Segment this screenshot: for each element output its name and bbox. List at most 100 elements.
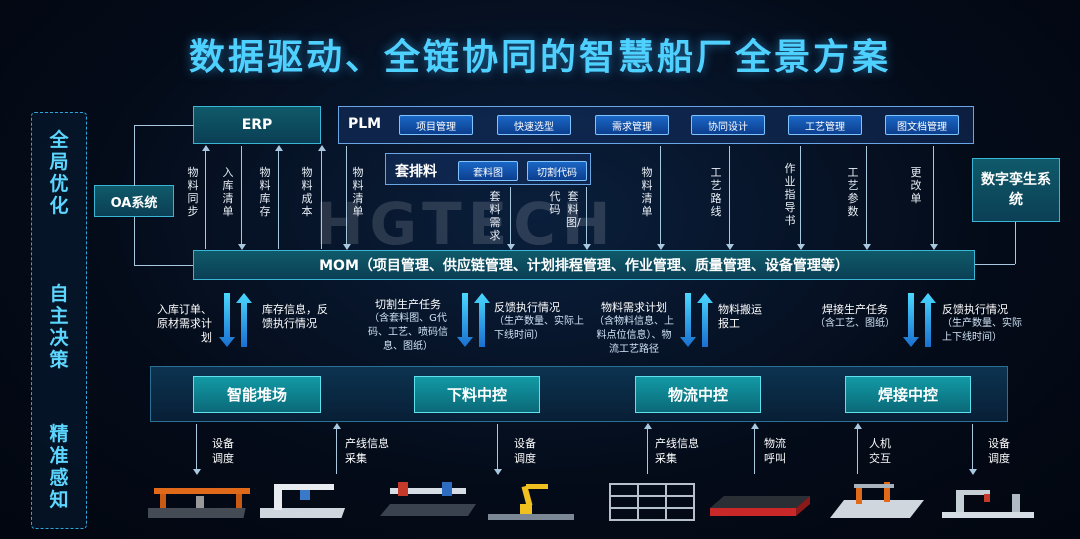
flow-line xyxy=(238,146,246,250)
left-label-autonomous: 自主决策 xyxy=(49,283,69,371)
yard-crane-image xyxy=(148,488,250,518)
flow-label: 人机交互 xyxy=(869,437,891,465)
plm-label: PLM xyxy=(348,116,382,132)
flow-label: 代码 xyxy=(549,190,561,216)
flow-line xyxy=(494,424,502,475)
flow-line xyxy=(202,145,210,249)
mid-flow-text: 切割生产任务 （含套料图、G代码、工艺、喷码信息、图纸） xyxy=(362,298,454,354)
twin-mom-connector xyxy=(1015,222,1016,264)
digital-twin-box[interactable]: 数字孪生系统 xyxy=(972,158,1060,222)
flow-label: 物料清单 xyxy=(641,166,653,218)
flow-line xyxy=(583,187,591,250)
mid-flow-text: 物料需求计划 （含物料信息、上料点位信息）、物流工艺路径 xyxy=(592,301,676,357)
mom-box[interactable]: MOM（项目管理、供应链管理、计划排程管理、作业管理、质量管理、设备管理等） xyxy=(193,250,975,280)
page-title: 数据驱动、全链协同的智慧船厂全景方案 xyxy=(188,37,891,78)
double-arrow-icon xyxy=(920,293,936,347)
mid-flow-main: 反馈执行情况 xyxy=(494,301,560,314)
flow-label: 作业指导书 xyxy=(784,162,796,227)
twin-mom-connector-h xyxy=(975,264,1015,265)
mid-flow-main: 物料需求计划 xyxy=(601,301,667,314)
robot-arm-image xyxy=(488,484,574,520)
plm-item-selection[interactable]: 快速选型 xyxy=(497,115,571,135)
flow-line xyxy=(854,423,862,474)
double-arrow-icon xyxy=(219,293,235,347)
taopailiao-item-cut-code[interactable]: 切割代码 xyxy=(527,161,587,181)
flow-line xyxy=(863,146,871,250)
mid-flow-main: 物料搬运报工 xyxy=(718,303,762,330)
double-arrow-icon xyxy=(457,293,473,347)
oa-erp-connector xyxy=(134,125,194,186)
mid-flow-main: 库存信息，反馈执行情况 xyxy=(262,303,328,330)
mid-flow-text: 入库订单、原材需求计划 xyxy=(150,303,212,345)
control-smart-yard[interactable]: 智能堆场 xyxy=(193,376,321,413)
erp-box[interactable]: ERP xyxy=(193,106,321,144)
plm-item-project[interactable]: 项目管理 xyxy=(399,115,473,135)
cutting-machine-image xyxy=(260,484,346,518)
flow-label: 入库清单 xyxy=(222,166,234,218)
flow-label: 设备调度 xyxy=(212,437,234,465)
welding-robot-image xyxy=(942,490,1034,518)
taopailiao-label: 套排料 xyxy=(395,164,437,180)
welding-line-image xyxy=(830,482,924,518)
flow-label: 工艺参数 xyxy=(847,166,859,218)
flow-label: 设备调度 xyxy=(514,437,536,465)
mid-flow-text: 物料搬运报工 xyxy=(718,303,768,331)
control-logistics[interactable]: 物流中控 xyxy=(635,376,761,413)
plm-item-docs[interactable]: 图文档管理 xyxy=(885,115,959,135)
mid-flow-text: 反馈执行情况 （生产数量、实际上下线时间） xyxy=(494,301,586,343)
flow-label: 设备调度 xyxy=(988,437,1010,465)
flow-line xyxy=(797,146,805,250)
plm-item-process[interactable]: 工艺管理 xyxy=(788,115,862,135)
flow-line xyxy=(275,145,283,249)
watermark: HGTECH xyxy=(315,190,617,258)
flow-line xyxy=(644,423,652,474)
flow-line xyxy=(726,146,734,250)
mid-flow-main: 入库订单、原材需求计划 xyxy=(157,303,212,344)
taopailiao-item-nesting-map[interactable]: 套料图 xyxy=(458,161,518,181)
flow-label: 套料需求 xyxy=(489,190,501,242)
left-label-global: 全局优化 xyxy=(49,129,69,217)
double-arrow-icon xyxy=(903,293,919,347)
oa-box[interactable]: OA系统 xyxy=(94,185,174,217)
mid-flow-sub: （含物料信息、上料点位信息）、物流工艺路径 xyxy=(594,316,674,355)
flow-line xyxy=(930,146,938,250)
flow-label: 工艺路线 xyxy=(710,166,722,218)
flow-line xyxy=(657,146,665,250)
double-arrow-icon xyxy=(236,293,252,347)
agv-cart-image xyxy=(710,496,810,516)
flow-label: 物料同步 xyxy=(187,166,199,218)
oa-mom-connector xyxy=(134,217,194,266)
flow-label: 更改单 xyxy=(910,166,922,205)
flow-label: 产线信息采集 xyxy=(655,437,699,465)
left-column: 全局优化 自主决策 精准感知 xyxy=(31,112,87,529)
plm-item-requirement[interactable]: 需求管理 xyxy=(595,115,669,135)
plasma-table-image xyxy=(380,482,476,516)
double-arrow-icon xyxy=(474,293,490,347)
flow-line xyxy=(343,146,351,250)
flow-label: 产线信息采集 xyxy=(345,437,389,465)
mid-flow-main: 焊接生产任务 xyxy=(822,303,888,316)
mid-flow-sub: （生产数量、实际上下线时间） xyxy=(942,318,1022,343)
left-label-perception: 精准感知 xyxy=(49,423,69,511)
flow-label: 物料库存 xyxy=(259,166,271,218)
flow-label: 物料成本 xyxy=(301,166,313,218)
flow-line xyxy=(333,423,341,474)
mid-flow-text: 焊接生产任务 （含工艺、图纸） xyxy=(812,303,898,331)
double-arrow-icon xyxy=(680,293,696,347)
flow-label: 套料图/ xyxy=(566,190,581,229)
mid-flow-main: 反馈执行情况 xyxy=(942,303,1008,316)
mid-flow-sub: （含工艺、图纸） xyxy=(815,318,895,329)
control-cutting[interactable]: 下料中控 xyxy=(414,376,540,413)
flow-label: 物料清单 xyxy=(352,166,364,218)
control-welding[interactable]: 焊接中控 xyxy=(845,376,971,413)
mid-flow-text: 反馈执行情况 （生产数量、实际上下线时间） xyxy=(942,303,1028,345)
flow-line xyxy=(507,187,515,250)
double-arrow-icon xyxy=(697,293,713,347)
flow-line xyxy=(193,424,201,475)
mid-flow-text: 库存信息，反馈执行情况 xyxy=(262,303,332,331)
flow-line xyxy=(751,423,759,474)
flow-label: 物流呼叫 xyxy=(764,437,786,465)
plm-item-codesign[interactable]: 协同设计 xyxy=(691,115,765,135)
mid-flow-main: 切割生产任务 xyxy=(375,298,441,311)
mid-flow-sub: （含套料图、G代码、工艺、喷码信息、图纸） xyxy=(368,313,448,352)
